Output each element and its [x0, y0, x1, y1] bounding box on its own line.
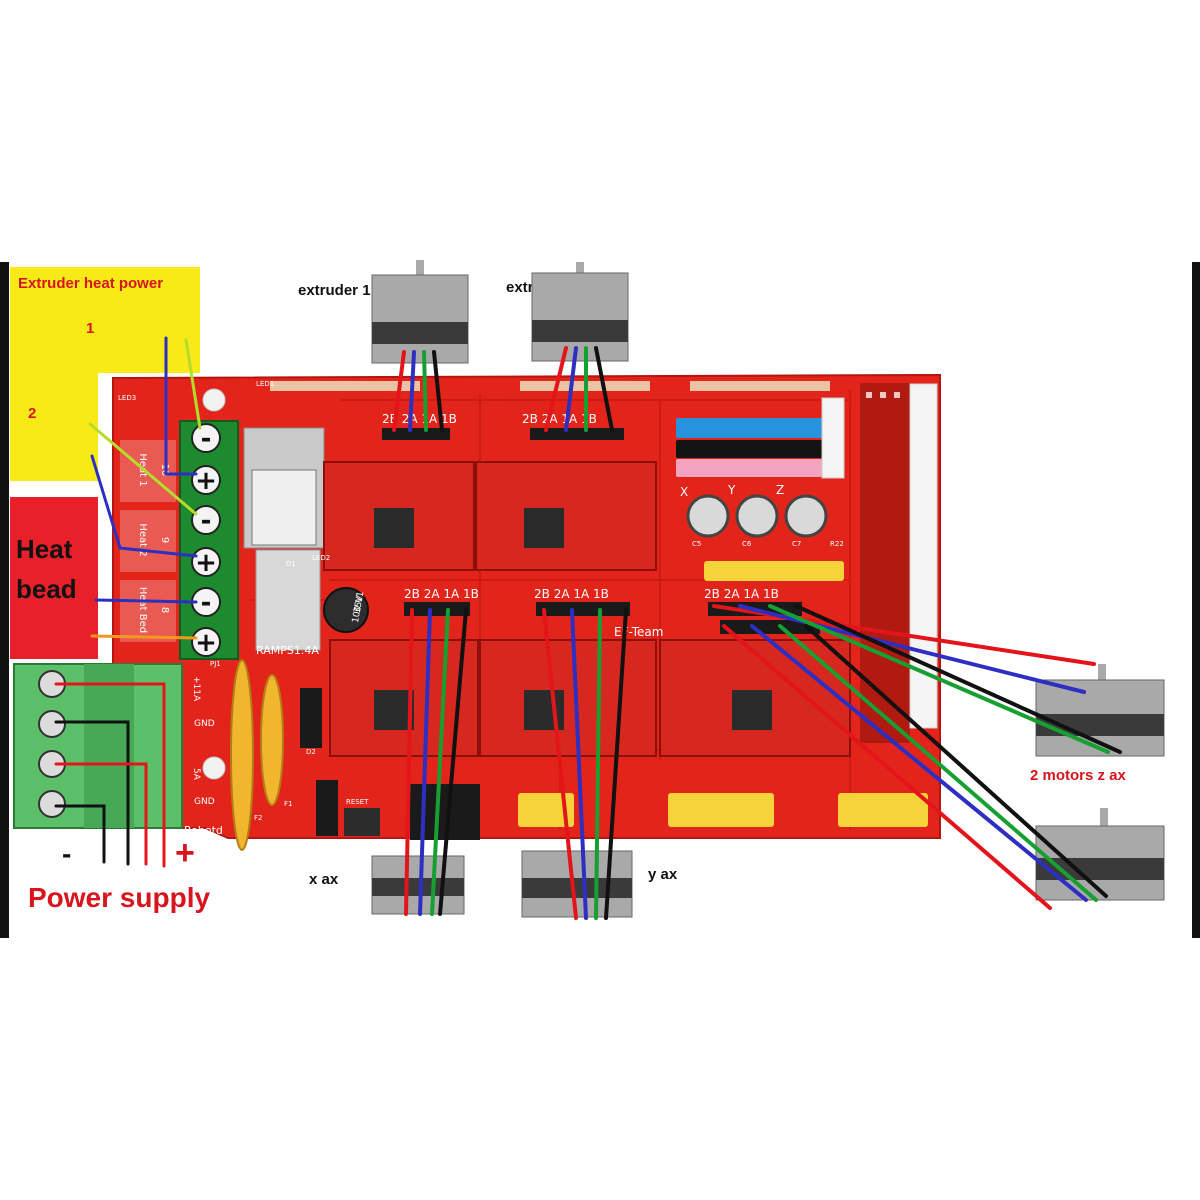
stepper-motors — [371, 260, 1165, 918]
pad-pj1: PJ1 — [210, 660, 221, 668]
motor-z-2 — [1035, 808, 1165, 901]
endstop-pins-blue — [676, 418, 822, 438]
pad-c7: C7 — [792, 540, 801, 548]
left-edge — [0, 262, 9, 938]
wires — [54, 336, 1122, 920]
heat-bed-pad-label: Heat Bed — [137, 587, 148, 633]
psu-minus-sign: - — [62, 838, 72, 869]
heat-channel-1-label: 1 — [86, 320, 95, 337]
terminal-sign-2: + — [195, 466, 217, 496]
pad-c5: C5 — [692, 540, 701, 548]
motor-y — [521, 850, 633, 918]
axis-letter-z: Z — [776, 483, 784, 497]
x-axis-label: x ax — [309, 871, 339, 888]
board-brand-text: Robotd — [184, 824, 223, 837]
heat-channel-2-label: 2 — [28, 405, 37, 422]
endstop-pins-pink — [676, 459, 822, 477]
right-edge — [1192, 262, 1200, 938]
x-pin-labels: 2B 2A 1A 1B — [404, 587, 479, 601]
pad-c6: C6 — [742, 540, 752, 548]
z-axis-label: 2 motors z ax — [1030, 767, 1126, 784]
terminal-sign-4: + — [195, 548, 217, 578]
terminal-sign-5: - — [201, 588, 212, 618]
z-pin-labels: 2B 2A 1A 1B — [704, 587, 779, 601]
endstop-white-block — [821, 397, 845, 479]
aux-header-pins — [866, 392, 900, 398]
pad-reset: RESET — [346, 798, 369, 806]
psu-label-2: GND — [194, 719, 215, 729]
terminal-sign-6: + — [195, 628, 217, 658]
board-model-text: RAMPS1.4A — [256, 644, 319, 657]
extruder-heat-power-label: Extruder heat power — [18, 275, 164, 292]
pad-f2: F2 — [254, 814, 262, 822]
team-text: EF-Team — [614, 625, 663, 639]
extruder-heat-box-1 — [10, 267, 200, 373]
mosfet — [243, 427, 325, 651]
heat-2-number: 9 — [159, 537, 170, 543]
cap-text-3: V1 — [354, 591, 366, 604]
heat-2-pad-label: Heat 2 — [137, 523, 148, 556]
motor-x — [371, 855, 465, 915]
pad-f1: F1 — [284, 800, 292, 808]
top-pin-header — [270, 381, 830, 391]
pad-led3: LED3 — [118, 394, 136, 402]
fuses — [230, 659, 284, 851]
endstop-pins-black — [676, 440, 822, 458]
pad-r22: R22 — [830, 540, 844, 548]
heat-bead-box — [10, 497, 98, 659]
yellow-jumper-row — [704, 561, 844, 581]
capacitors — [323, 494, 828, 633]
heat-bead-label-line1: Heat — [16, 534, 73, 564]
extruder-heat-box-2 — [10, 373, 98, 481]
pad-d2: D2 — [306, 748, 316, 756]
y-pin-labels: 2B 2A 1A 1B — [534, 587, 609, 601]
psu-label-1: +11A — [191, 676, 201, 702]
psu-plus-sign: + — [175, 834, 195, 872]
driver-chips — [374, 508, 772, 730]
pad-led2: LED2 — [312, 554, 330, 562]
y-axis-label: y ax — [648, 866, 678, 883]
motor-extruder-1 — [371, 260, 469, 364]
stepper-drivers — [323, 461, 851, 757]
terminal-sign-3: - — [201, 506, 212, 536]
psu-label-3: 5A — [191, 768, 201, 781]
axis-letter-x: X — [680, 485, 688, 499]
heat-bead-label-line2: bead — [16, 574, 77, 604]
pad-d1: D1 — [286, 560, 296, 568]
psu-terminal-block — [13, 663, 183, 829]
heat-pads — [120, 440, 176, 642]
heat-bed-number: 8 — [159, 607, 170, 613]
psu-label-4: GND — [194, 797, 215, 807]
cap-text-2: 35V — [353, 594, 366, 614]
motor-extruder-2 — [531, 262, 629, 362]
terminal-sign-1: - — [201, 424, 212, 454]
power-supply-label: Power supply — [28, 882, 211, 913]
pad-led1: LED1 — [256, 380, 274, 388]
aux-header-right — [860, 383, 910, 743]
cap-text-1: 100 — [351, 605, 364, 624]
axis-letter-y: Y — [727, 483, 736, 497]
heat-terminal-block: - + - + - + — [179, 420, 239, 660]
bottom-headers — [300, 688, 928, 840]
